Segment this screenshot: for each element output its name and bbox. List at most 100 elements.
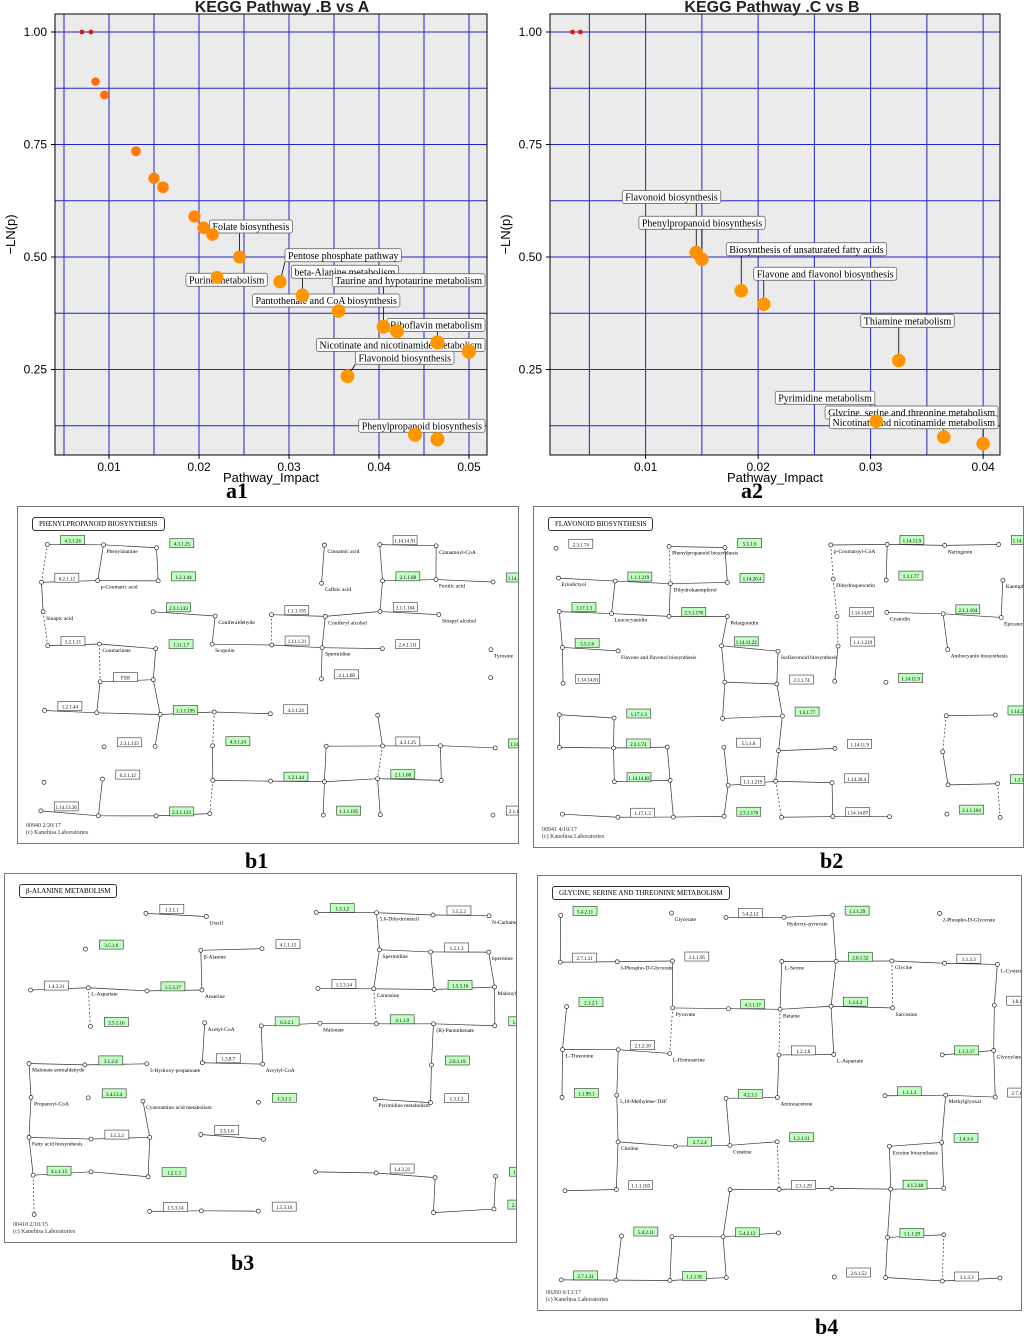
reaction-edge (380, 581, 383, 612)
compound-node (89, 1137, 93, 1141)
reaction-edge (612, 581, 616, 614)
compound-label: p-Coumaric acid (101, 585, 138, 591)
enzyme-label: 2.4.1.111 (398, 644, 417, 649)
data-point (273, 275, 286, 288)
compound-node (776, 1231, 780, 1235)
reaction-edge (321, 648, 322, 679)
reaction-edge (42, 544, 48, 582)
compound-label: Phenylalanine (106, 549, 138, 555)
reaction-edge (780, 961, 782, 1009)
compound-node (943, 543, 947, 547)
reaction-edge (559, 747, 613, 748)
compound-node (616, 649, 620, 653)
compound-label: Pelargonidin (730, 620, 758, 626)
compound-node (318, 1021, 322, 1025)
data-point (341, 369, 355, 383)
reaction-edge (942, 1235, 943, 1281)
compound-node (938, 911, 942, 915)
compound-label: Carnosine (377, 993, 400, 999)
data-point (131, 146, 141, 156)
compound-node (993, 713, 997, 717)
reaction-edge (378, 715, 383, 746)
compound-node (774, 779, 778, 783)
enzyme-label: 2.3.1.74 (573, 543, 590, 548)
compound-node (777, 1053, 781, 1057)
reaction-edge (559, 715, 614, 718)
x-tick-label: 0.04 (971, 460, 995, 474)
reaction-edge (617, 1095, 618, 1142)
enzyme-label: 2.7.1.39 (1011, 1092, 1021, 1097)
x-tick-label: 0.02 (187, 460, 211, 474)
compound-node (885, 610, 889, 614)
compound-node (780, 714, 784, 718)
y-tick-label: 1.00 (24, 25, 48, 39)
enzyme-label: 2.3.1.170 (684, 611, 703, 616)
compound-node (141, 1099, 145, 1103)
enzyme-label: 4.3.1.25 (400, 741, 417, 746)
enzyme-label: 2.1.1.104 (962, 809, 981, 814)
compound-node (557, 745, 561, 749)
enzyme-label: 3.4.13.4 (106, 1093, 123, 1098)
compound-label: Sarcosine (896, 1012, 918, 1018)
y-tick-label: 0.75 (519, 138, 543, 152)
enzyme-label: 2.6.1.52 (851, 1272, 868, 1277)
reaction-edge (146, 913, 206, 916)
annotation-label: Pyrimidine metabolism (778, 393, 872, 404)
reaction-edge (777, 651, 778, 684)
annotation-label: Flavone and flavonol biosynthesis (757, 269, 894, 280)
data-point (695, 252, 709, 266)
reaction-edge (324, 779, 377, 782)
enzyme-label: 2.7.1.31 (576, 957, 593, 962)
compound-node (835, 615, 839, 619)
compound-node (27, 1135, 31, 1139)
reaction-edge (946, 1095, 996, 1097)
reaction-edge (494, 1176, 496, 1209)
compound-label: Anthocyanin biosynthesis (951, 654, 1008, 660)
enzyme-label: 3.1.3.3 (962, 958, 976, 963)
compound-label: 3-Hydroxy-propanoate (150, 1068, 201, 1074)
enzyme-label: 1.1.1.219 (630, 576, 649, 581)
reaction-edge (730, 1142, 777, 1146)
reaction-edge (831, 544, 887, 545)
reaction-edge (835, 646, 838, 681)
compound-label: Malonate semialdehyde (32, 1067, 85, 1073)
enzyme-label: 1.14.14.91 (510, 743, 518, 748)
compound-node (86, 1096, 90, 1100)
compound-node (321, 813, 325, 817)
enzyme-label: 4.3.1.24 (65, 539, 82, 544)
enzyme-label: 1.14.14.87 (847, 812, 869, 817)
data-point (892, 354, 906, 368)
reaction-edge (440, 746, 495, 748)
enzyme-label: 2.3.1.29 (795, 1184, 812, 1189)
compound-label: Malonyl-CoA (498, 991, 516, 997)
map-footer: 00940 2/20/17 (c) Kanehisa Laboratories (26, 823, 88, 837)
panel-label-a2: a2 (741, 478, 763, 504)
compound-node (610, 612, 614, 616)
reaction-edge (831, 961, 836, 1006)
enzyme-label: 5.4.2.12 (742, 912, 759, 917)
y-tick-label: 0.25 (24, 363, 48, 377)
reaction-edge (776, 781, 782, 817)
compound-node (372, 987, 376, 991)
reaction-edge (670, 582, 727, 583)
data-point (734, 284, 748, 298)
compound-label: β-Alanine (204, 954, 227, 960)
data-point (89, 30, 94, 35)
enzyme-label: 1.2.1.11 (794, 1137, 811, 1142)
compound-node (101, 543, 105, 547)
compound-label: L-Cysteine (1000, 968, 1021, 974)
map-title: β-ALANINE METABOLISM (19, 884, 117, 898)
compound-node (998, 815, 1002, 819)
annotation-label: Purine metabolism (189, 275, 264, 286)
compound-node (260, 947, 264, 951)
map-footer: 00410 2/10/15 (c) Kanehisa Laboratories (13, 1222, 75, 1236)
reaction-edge (892, 961, 945, 963)
data-point (430, 432, 444, 446)
compound-node (148, 1135, 152, 1139)
reaction-edge (614, 718, 615, 748)
reaction-edge (433, 1209, 493, 1213)
enzyme-label: 1.5.3.14 (336, 983, 353, 988)
compound-node (667, 614, 671, 618)
enzyme-label: 1.3.1.2 (335, 907, 349, 912)
reaction-edge (726, 1098, 730, 1145)
